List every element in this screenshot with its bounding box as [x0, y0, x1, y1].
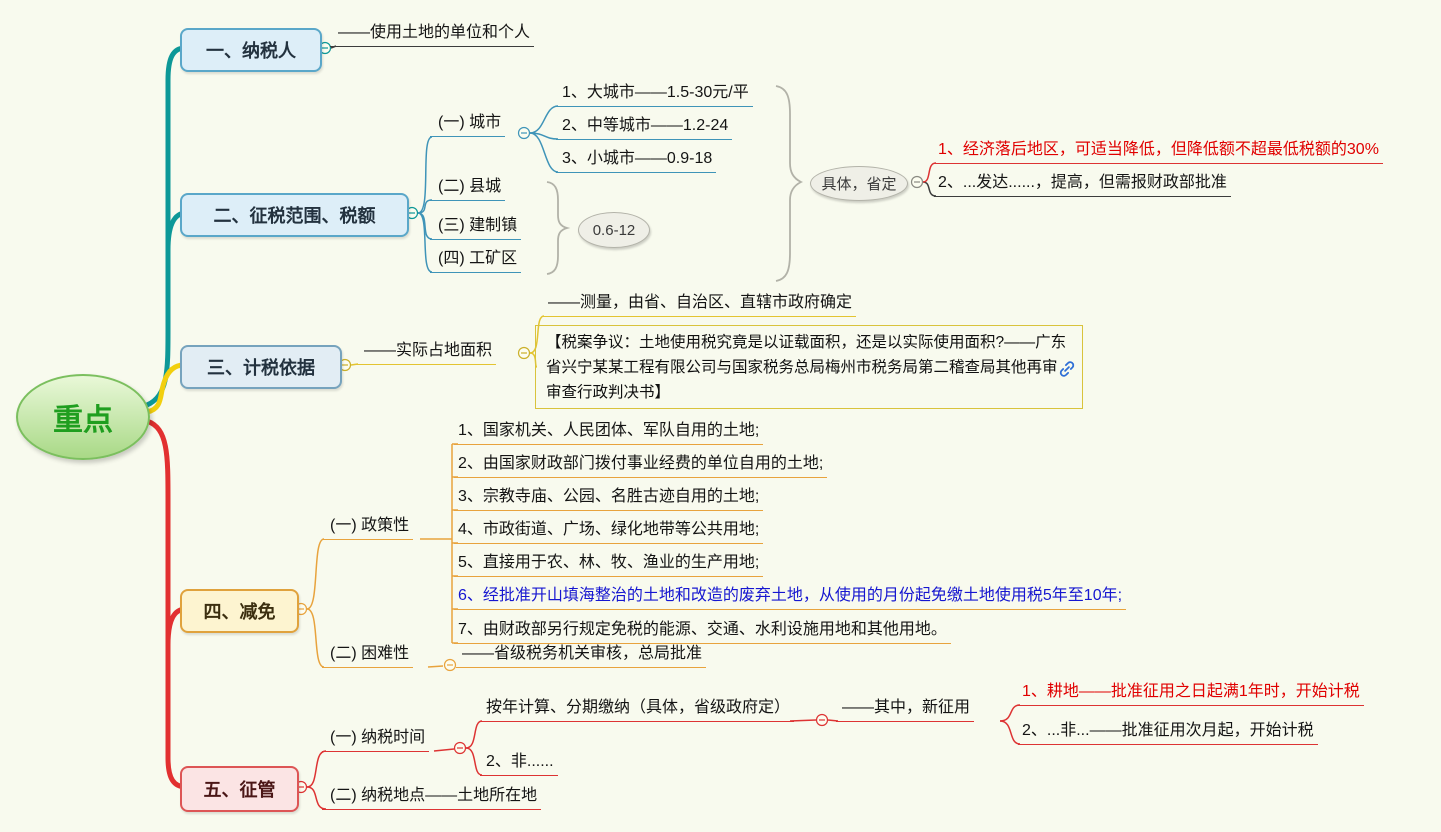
branch-taxpayer[interactable]: 一、纳税人	[180, 28, 322, 72]
relief-policy-item[interactable]: 7、由财政部另行规定免税的能源、交通、水利设施用地和其他用地。	[454, 620, 951, 644]
admin-place[interactable]: (二) 纳税地点——土地所在地	[322, 786, 542, 810]
scope-city[interactable]: (一) 城市	[430, 113, 506, 137]
brace-group-large	[775, 85, 804, 282]
relief-policy[interactable]: (一) 政策性	[322, 516, 414, 540]
collapse-icon-yearly[interactable]	[815, 713, 829, 727]
province-bubble[interactable]: 具体，省定	[810, 166, 908, 201]
scope-city-item[interactable]: 2、中等城市——1.2-24	[556, 116, 733, 140]
collapse-icon-area[interactable]	[517, 346, 531, 360]
relief-branch-lines	[306, 443, 458, 668]
collapse-icon-time[interactable]	[453, 741, 467, 755]
basis-case-note[interactable]: 【税案争议：土地使用税究竟是以证载面积，还是以实际使用面积?——广东省兴宁某某工…	[535, 325, 1083, 409]
branch-admin[interactable]: 五、征管	[180, 766, 299, 812]
taxpayer-note[interactable]: ——使用土地的单位和个人	[330, 23, 535, 47]
admin-time-among[interactable]: ——其中，新征用	[836, 698, 975, 722]
relief-policy-item[interactable]: 2、由国家财政部门拨付事业经费的单位自用的土地;	[454, 454, 828, 478]
relief-hardship[interactable]: (二) 困难性	[322, 644, 414, 668]
basis-measure[interactable]: ——测量，由省、自治区、直辖市政府确定	[542, 293, 857, 317]
root-node[interactable]: 重点	[16, 374, 150, 460]
admin-branch-lines	[306, 162, 1021, 810]
admin-newland-farm[interactable]: 1、耕地——批准征用之日起满1年时，开始计税	[1018, 682, 1364, 706]
trunk-lines	[144, 45, 189, 790]
scope-mining[interactable]: (四) 工矿区	[430, 249, 522, 273]
relief-policy-item[interactable]: 6、经批准开山填海整治的土地和改造的废弃土地，从使用的月份起免缴土地使用税5年至…	[454, 586, 1127, 610]
basis-area[interactable]: ——实际占地面积	[356, 341, 497, 365]
branch-relief[interactable]: 四、减免	[180, 589, 299, 633]
scope-branch-lines	[417, 105, 559, 273]
brace-group-small	[546, 181, 571, 275]
admin-time-other[interactable]: 2、非......	[480, 752, 558, 776]
collapse-icon-hardship[interactable]	[443, 658, 457, 672]
scope-note-lower[interactable]: 1、经济落后地区，可适当降低，但降低额不超最低税额的30%	[934, 140, 1383, 164]
admin-time-yearly[interactable]: 按年计算、分期缴纳（具体，省级政府定）	[480, 698, 795, 722]
scope-town[interactable]: (三) 建制镇	[430, 216, 522, 240]
branch-basis[interactable]: 三、计税依据	[180, 345, 342, 389]
admin-time[interactable]: (一) 纳税时间	[322, 728, 430, 752]
collapse-icon-city[interactable]	[517, 126, 531, 140]
link-icon[interactable]	[1058, 360, 1076, 378]
scope-city-item[interactable]: 1、大城市——1.5-30元/平	[556, 83, 753, 107]
collapse-icon-province-bubble[interactable]	[910, 175, 924, 189]
relief-policy-item[interactable]: 1、国家机关、人民团体、军队自用的土地;	[454, 421, 764, 445]
relief-hardship-note[interactable]: ——省级税务机关审核，总局批准	[456, 644, 707, 668]
relief-policy-item[interactable]: 5、直接用于农、林、牧、渔业的生产用地;	[454, 553, 764, 577]
relief-policy-item[interactable]: 4、市政街道、广场、绿化地带等公共用地;	[454, 520, 764, 544]
scope-city-item[interactable]: 3、小城市——0.9-18	[556, 149, 717, 173]
scope-note-higher[interactable]: 2、...发达......，提高，但需报财政部批准	[934, 173, 1231, 197]
admin-newland-nonfarm[interactable]: 2、...非...——批准征用次月起，开始计税	[1018, 721, 1318, 745]
range-bubble[interactable]: 0.6-12	[578, 212, 650, 248]
branch-scope[interactable]: 二、征税范围、税额	[180, 193, 409, 237]
scope-county[interactable]: (二) 县城	[430, 177, 506, 201]
relief-policy-item[interactable]: 3、宗教寺庙、公园、名胜古迹自用的土地;	[454, 487, 764, 511]
basis-case-text: 【税案争议：土地使用税究竟是以证载面积，还是以实际使用面积?——广东省兴宁某某工…	[546, 334, 1067, 401]
